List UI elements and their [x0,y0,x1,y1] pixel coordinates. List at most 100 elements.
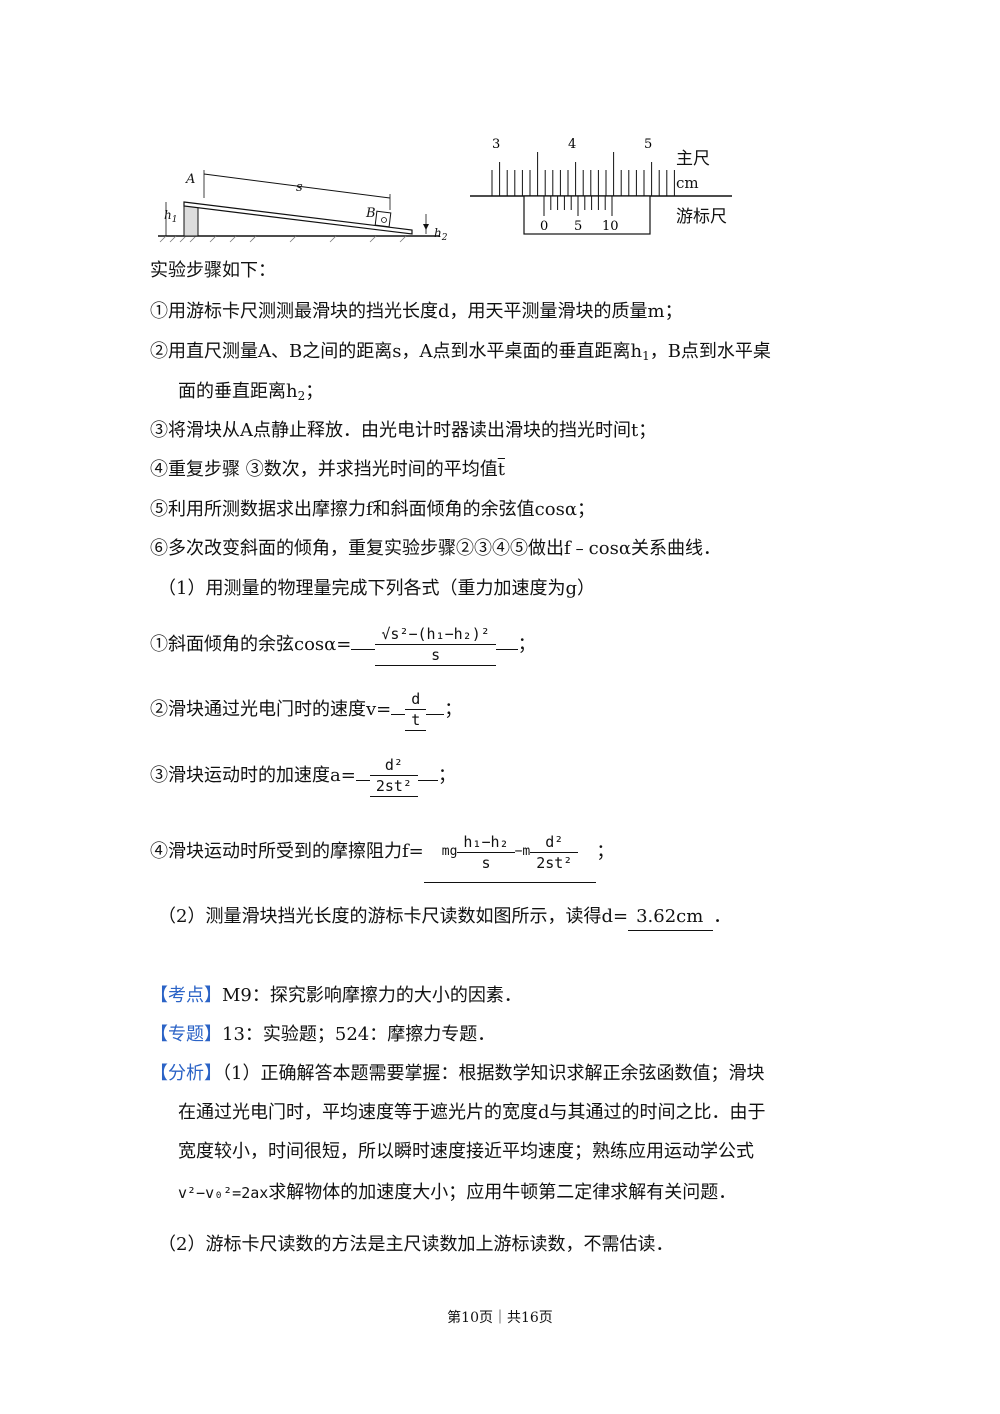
blank-pad [351,649,376,650]
q1-d-fraction-1: h₁−h₂ s [457,832,515,873]
step-3: ③将滑块从A点静止释放．由光电计时器读出滑块的挡光时间t； [150,420,657,441]
label-h2: h2 [434,226,447,243]
label-h2-sub: 2 [441,233,448,243]
q1-d-numerator-2: d² [545,832,564,851]
q1-intro: （1）用测量的物理量完成下列各式（重力加速度为g） [158,578,595,599]
q1-b-label: ②滑块通过光电门时的速度v= [150,699,392,720]
zhuanti-text: 13：实验题；524：摩擦力专题． [222,1024,496,1045]
label-h2-text: h [434,226,442,240]
q1-a: ①斜面倾角的余弦cosα= √s²−(h₁−h₂)² s ； [150,616,536,674]
q1-a-numerator: √s²−(h₁−h₂)² [381,625,490,643]
main-tick-label-3: 3 [492,137,500,152]
fenxi-line-1: 【分析】（1）正确解答本题需要掌握：根据数学知识求解正余弦函数值；滑块 [150,1061,764,1087]
fenxi-line-2: 在通过光电门时，平均速度等于遮光片的宽度d与其通过的时间之比．由于 [178,1102,766,1123]
kaodian-tag: 【考点】 [150,985,222,1006]
q1-b-numerator: d [411,690,421,708]
step-2-sub-1: 1 [642,349,650,363]
q1-a-label: ①斜面倾角的余弦cosα= [150,634,352,655]
step-2-sub-2: 2 [297,389,306,403]
q1-d-tail: ； [596,841,615,862]
q1-c-fraction: d² 2st² [369,755,418,797]
step-2-text-a: ②用直尺测量A、B之间的距离s，A点到水平桌面的垂直距离h [150,341,643,362]
label-b: B [366,206,376,221]
zhuanti-line: 【专题】13：实验题；524：摩擦力专题． [150,1022,495,1048]
step-4-text: ④重复步骤 ③数次，并求挡光时间的平均值 [150,459,498,480]
fraction-bar [369,775,418,776]
fenxi-text-1: （1）正确解答本题需要掌握：根据数学知识求解正余弦函数值；滑块 [222,1063,765,1084]
main-scale-label: 主尺 [676,149,710,169]
label-a: A [186,172,196,187]
step-2: ②用直尺测量A、B之间的距离s，A点到水平桌面的垂直距离h1，B点到水平桌 [150,339,771,369]
fenxi-line-3: 宽度较小，时间很短，所以瞬时速度接近平均速度；熟练应用运动学公式 [178,1141,754,1162]
steps-title: 实验步骤如下： [150,260,276,281]
fenxi-text-4: 求解物体的加速度大小；应用牛顿第二定律求解有关问题． [268,1182,737,1203]
vernier-tick-label-0: 0 [540,219,548,234]
fraction-bar [375,644,496,645]
q1-d-answer: mg h₁−h₂ s −m d² 2st² [423,822,597,883]
q1-d-label: ④滑块运动时所受到的摩擦阻力f= [150,841,424,862]
incline-figure [158,170,440,243]
label-h1-sub: 1 [171,215,178,225]
q2-answer: 3.62cm [628,904,714,931]
label-h1: h1 [164,208,177,225]
blank-pad [355,780,370,781]
fraction-bar [530,851,579,853]
q1-c: ③滑块运动时的加速度a= d² 2st² ； [150,748,456,804]
q1-d-fraction-2: d² 2st² [530,832,579,873]
q2-text: （2）测量滑块挡光长度的游标卡尺读数如图所示，读得d= [158,906,629,927]
step-2-text-c: 面的垂直距离h [178,381,298,402]
page-footer: 第10页｜共16页 [447,1310,553,1326]
q2-tail: ． [713,906,732,927]
blank-pad [417,780,438,781]
vernier-scale [543,196,613,216]
vernier-figure: 3 4 5 0 5 10 [470,137,732,235]
q1-c-denominator: 2st² [375,777,412,795]
fenxi-line-4: v²−v₀²=2ax求解物体的加速度大小；应用牛顿第二定律求解有关问题． [178,1180,736,1206]
label-h1-text: h [164,208,172,222]
q2: （2）测量滑块挡光长度的游标卡尺读数如图所示，读得d=3.62cm． [158,904,731,931]
kaodian-line: 【考点】M9：探究影响摩擦力的大小的因素． [150,983,522,1009]
q1-d-denominator-2: 2st² [536,853,573,872]
blank-pad [391,714,406,715]
q1-a-denominator: s [431,646,441,664]
kaodian-text: M9：探究影响摩擦力的大小的因素． [222,985,522,1006]
unit-label: cm [676,174,699,192]
step-2-cont: 面的垂直距离h2； [178,379,323,409]
step-5: ⑤利用所测数据求出摩擦力f和斜面倾角的余弦值cosα； [150,499,595,520]
step-4: ④重复步骤 ③数次，并求挡光时间的平均值t [150,457,505,483]
q1-d-numerator-1: h₁−h₂ [463,832,509,851]
q1-b-denominator: t [411,711,421,729]
main-scale [491,152,675,196]
zhuanti-tag: 【专题】 [150,1024,222,1045]
step-6: ⑥多次改变斜面的倾角，重复实验步骤②③④⑤做出f﹣cosα关系曲线． [150,538,721,559]
blank-pad [426,714,445,715]
fenxi-tag: 【分析】 [150,1063,222,1084]
blank-pad [495,649,518,650]
label-s: s [296,180,303,195]
step-2-text-b: ，B点到水平桌 [649,341,771,362]
q1-b-tail: ； [444,699,463,720]
q1-d: ④滑块运动时所受到的摩擦阻力f= mg h₁−h₂ s −m d² 2st² ； [150,822,614,883]
fraction-bar [457,851,515,853]
fraction-bar [405,709,427,710]
vernier-scale-label: 游标尺 [676,207,727,227]
q1-a-tail: ； [517,634,536,655]
step-2-text-d: ； [305,381,324,402]
q1-a-fraction: √s²−(h₁−h₂)² s [375,624,496,666]
q1-d-minus-m: −m [514,844,531,859]
fenxi-line-5: （2）游标卡尺读数的方法是主尺读数加上游标读数，不需估读． [158,1234,674,1255]
main-tick-label-5: 5 [644,137,652,152]
fenxi-formula: v²−v₀²=2ax [178,1184,269,1202]
step-1: ①用游标卡尺测测最滑块的挡光长度d，用天平测量滑块的质量m； [150,301,683,322]
vernier-tick-label-5: 5 [574,219,582,234]
q1-c-label: ③滑块运动时的加速度a= [150,765,356,786]
step-4-tbar: t [497,459,505,480]
q1-d-mg: mg [441,844,458,859]
q1-d-denominator-1: s [481,853,491,872]
main-tick-label-4: 4 [568,137,576,152]
vernier-tick-label-10: 10 [602,219,619,234]
q1-c-tail: ； [437,765,456,786]
q1-c-numerator: d² [384,756,403,774]
